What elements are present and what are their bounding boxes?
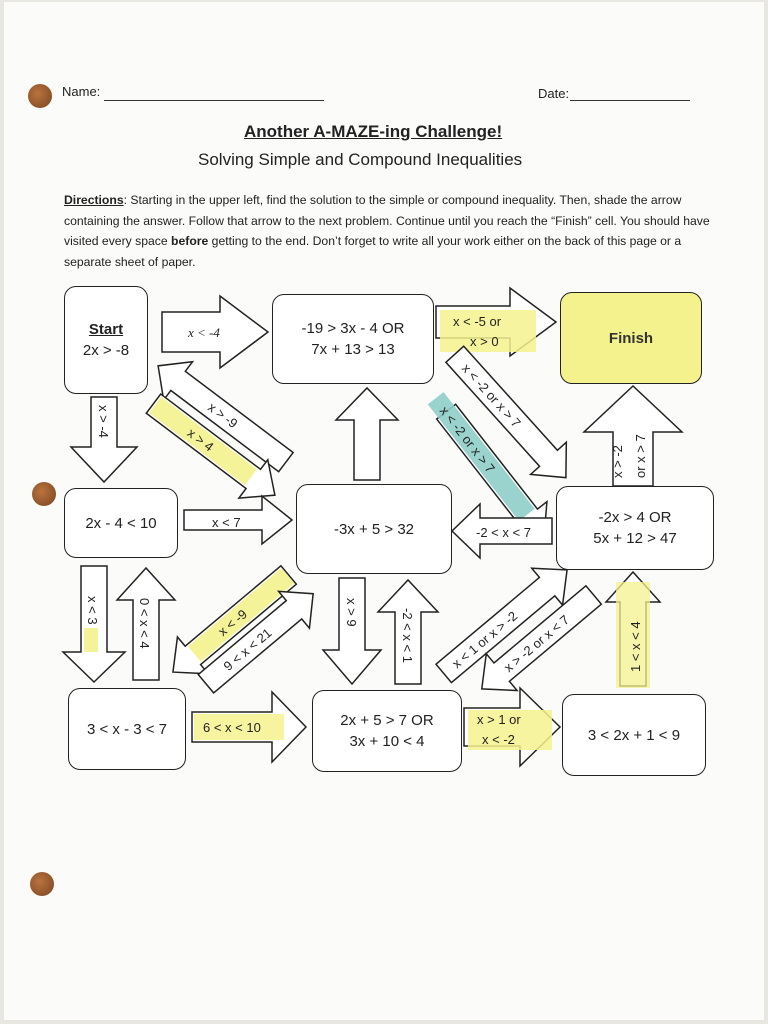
directions-label: Directions — [64, 193, 124, 207]
box-mid-left[interactable]: 2x - 4 < 10 — [64, 488, 178, 558]
directions-text-1: : Starting in the upper left, find the s… — [64, 193, 710, 248]
binder-hole — [30, 872, 54, 896]
directions-text-2: getting to the end. Don’t forget to writ… — [64, 234, 682, 269]
problem-mid-right-2: 5x + 12 > 47 — [593, 530, 677, 547]
problem-top-mid-1: -19 > 3x - 4 OR — [301, 320, 405, 337]
name-line[interactable] — [104, 100, 324, 101]
page-title: Another A-MAZE-ing Challenge! — [244, 122, 503, 141]
problem-mid-right-1: -2x > 4 OR — [598, 509, 672, 526]
finish-label: Finish — [608, 329, 654, 347]
problem-bottom-left: 3 < x - 3 < 7 — [86, 720, 168, 738]
page-subtitle: Solving Simple and Compound Inequalities — [198, 150, 523, 169]
problem-center: -3x + 5 > 32 — [333, 520, 415, 538]
date-line[interactable] — [570, 100, 690, 101]
binder-hole — [28, 84, 52, 108]
box-top-mid[interactable]: -19 > 3x - 4 OR 7x + 13 > 13 — [272, 294, 434, 384]
box-bottom-right[interactable]: 3 < 2x + 1 < 9 — [562, 694, 706, 776]
box-bottom-left[interactable]: 3 < x - 3 < 7 — [68, 688, 186, 770]
problem-bottom-right: 3 < 2x + 1 < 9 — [587, 726, 681, 744]
directions-bold: before — [171, 234, 209, 248]
problem-bottom-mid-2: 3x + 10 < 4 — [349, 733, 425, 750]
box-center[interactable]: -3x + 5 > 32 — [296, 484, 452, 574]
problem-mid-left: 2x - 4 < 10 — [85, 514, 157, 532]
name-label: Name: — [62, 84, 101, 99]
start-title: Start — [88, 321, 124, 338]
box-start[interactable]: Start 2x > -8 — [64, 286, 148, 394]
date-label: Date: — [538, 86, 570, 101]
box-mid-right[interactable]: -2x > 4 OR 5x + 12 > 47 — [556, 486, 714, 570]
box-bottom-mid[interactable]: 2x + 5 > 7 OR 3x + 10 < 4 — [312, 690, 462, 772]
directions: Directions: Starting in the upper left, … — [64, 190, 714, 272]
box-finish[interactable]: Finish — [560, 292, 702, 384]
binder-hole — [32, 482, 56, 506]
start-problem: 2x > -8 — [82, 342, 130, 359]
problem-bottom-mid-1: 2x + 5 > 7 OR — [340, 712, 434, 729]
problem-top-mid-2: 7x + 13 > 13 — [311, 341, 395, 358]
